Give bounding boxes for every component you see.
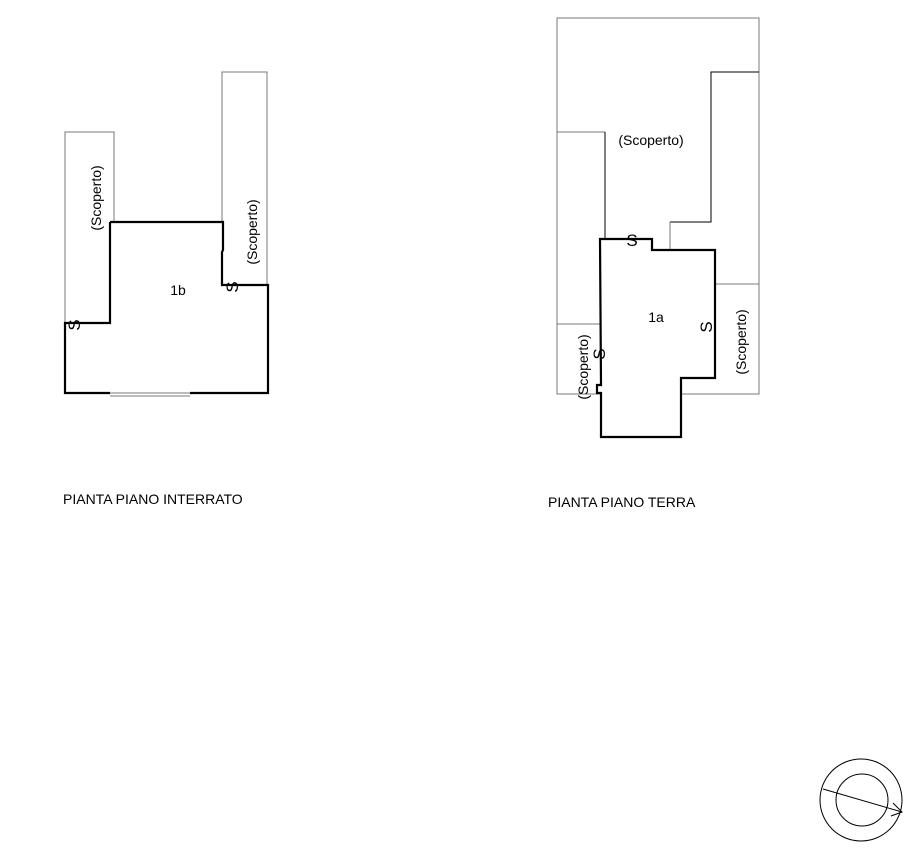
scoperto-left-strip [64, 131, 115, 323]
scoperto-label: (Scoperto) [618, 132, 683, 148]
plan-piano-interrato: (Scoperto) (Scoperto) S S 1b PIANTA PIAN… [63, 71, 270, 507]
stair-symbol: S [697, 321, 716, 332]
stair-symbol: S [223, 281, 242, 292]
scoperto-label: (Scoperto) [88, 165, 104, 230]
north-arrow-icon [819, 758, 903, 842]
unit-label: 1a [648, 309, 664, 325]
scoperto-label: (Scoperto) [575, 334, 591, 399]
plan-piano-terra: (Scoperto) (Scoperto) (Scoperto) S S S 1… [548, 17, 760, 510]
unit-label: 1b [170, 282, 186, 298]
plan-title: PIANTA PIANO TERRA [548, 494, 696, 510]
unit-1a-outline [595, 237, 717, 439]
plan-title: PIANTA PIANO INTERRATO [63, 491, 243, 507]
window [110, 392, 190, 397]
boundary-line [670, 71, 759, 223]
unit-1b-outline [63, 220, 270, 395]
stair-symbol: S [65, 319, 84, 330]
stair-symbol: S [626, 231, 637, 250]
stair-symbol: S [590, 348, 609, 359]
lot-boundary [556, 17, 760, 395]
scoperto-right-strip [221, 71, 268, 285]
scoperto-label: (Scoperto) [733, 309, 749, 374]
scoperto-label: (Scoperto) [244, 199, 260, 264]
